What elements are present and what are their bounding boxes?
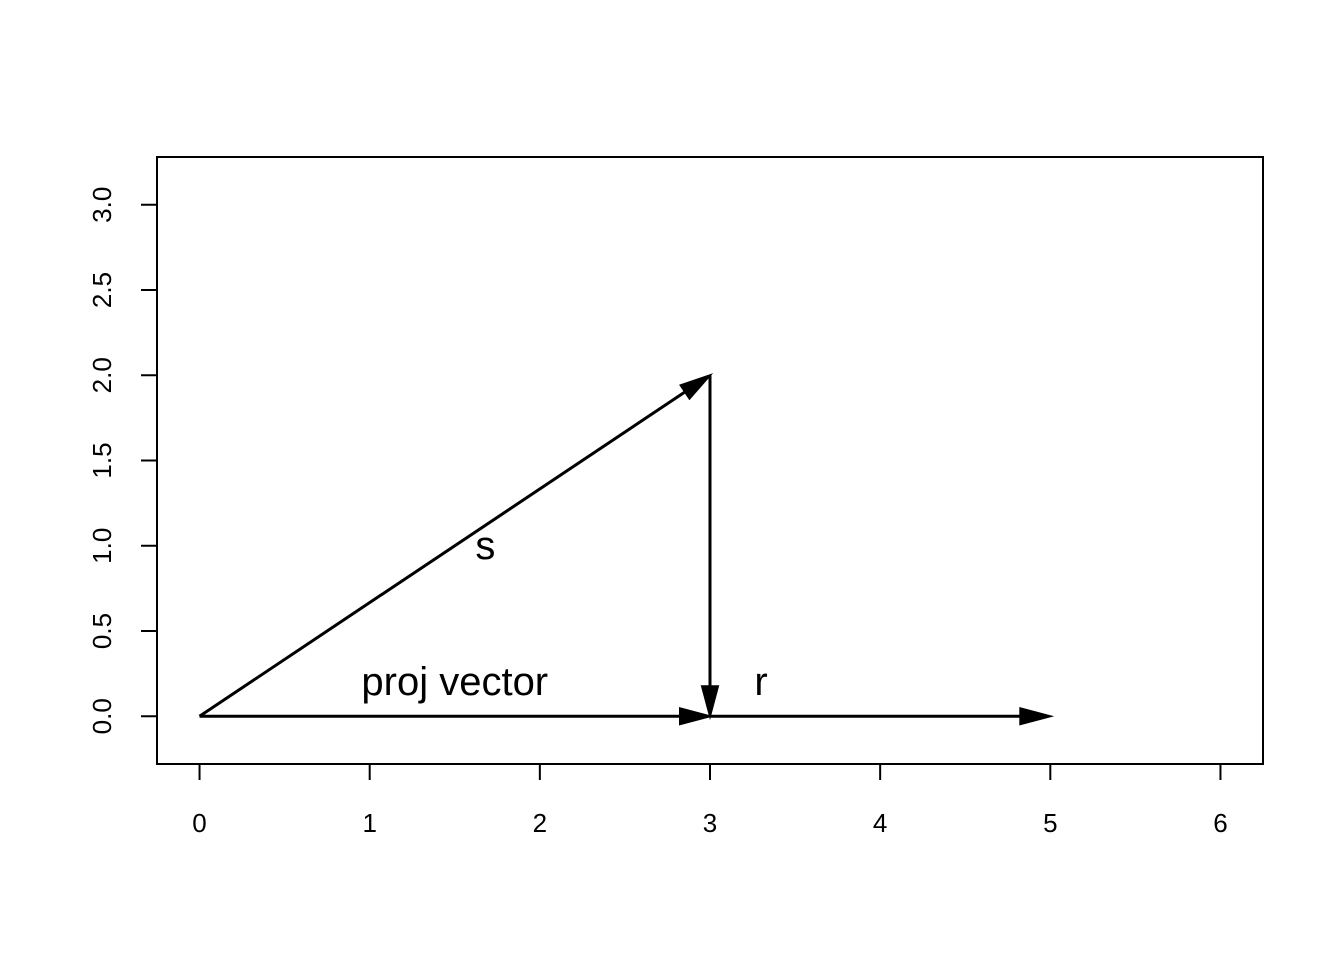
arrow-head-proj bbox=[679, 706, 714, 726]
arrow-shaft-s bbox=[198, 390, 686, 718]
arrow-drop bbox=[700, 375, 720, 721]
x-tick-label: 3 bbox=[703, 808, 717, 838]
annotations: s proj vector r bbox=[361, 524, 767, 704]
annotation-label: r bbox=[754, 660, 767, 704]
x-tick-label: 5 bbox=[1043, 808, 1057, 838]
x-tick-label: 6 bbox=[1213, 808, 1227, 838]
y-tick-label: 2.0 bbox=[87, 357, 117, 393]
x-tick-label: 2 bbox=[533, 808, 547, 838]
y-axis: 0.0 0.5 1.0 1.5 2.0 2.5 3.0 bbox=[87, 187, 158, 734]
arrow-r bbox=[710, 706, 1055, 726]
arrow-proj bbox=[199, 706, 714, 726]
x-axis: 0 1 2 3 4 5 6 bbox=[192, 763, 1228, 838]
y-tick-label: 0.5 bbox=[87, 613, 117, 649]
arrow-s bbox=[198, 373, 714, 718]
y-tick-label: 2.5 bbox=[87, 272, 117, 308]
x-tick-label: 1 bbox=[362, 808, 376, 838]
annotation-label: proj vector bbox=[361, 660, 548, 704]
arrow-head-r bbox=[1019, 706, 1055, 726]
arrow-head-s bbox=[679, 373, 714, 401]
x-tick-label: 0 bbox=[192, 808, 206, 838]
y-tick-label: 3.0 bbox=[87, 187, 117, 223]
arrow-head-drop bbox=[700, 685, 720, 721]
y-tick-label: 1.5 bbox=[87, 442, 117, 478]
x-tick-label: 4 bbox=[873, 808, 887, 838]
y-tick-label: 0.0 bbox=[87, 698, 117, 734]
y-tick-label: 1.0 bbox=[87, 528, 117, 564]
annotation-label: s bbox=[475, 524, 495, 568]
vector-arrows bbox=[198, 373, 1055, 726]
